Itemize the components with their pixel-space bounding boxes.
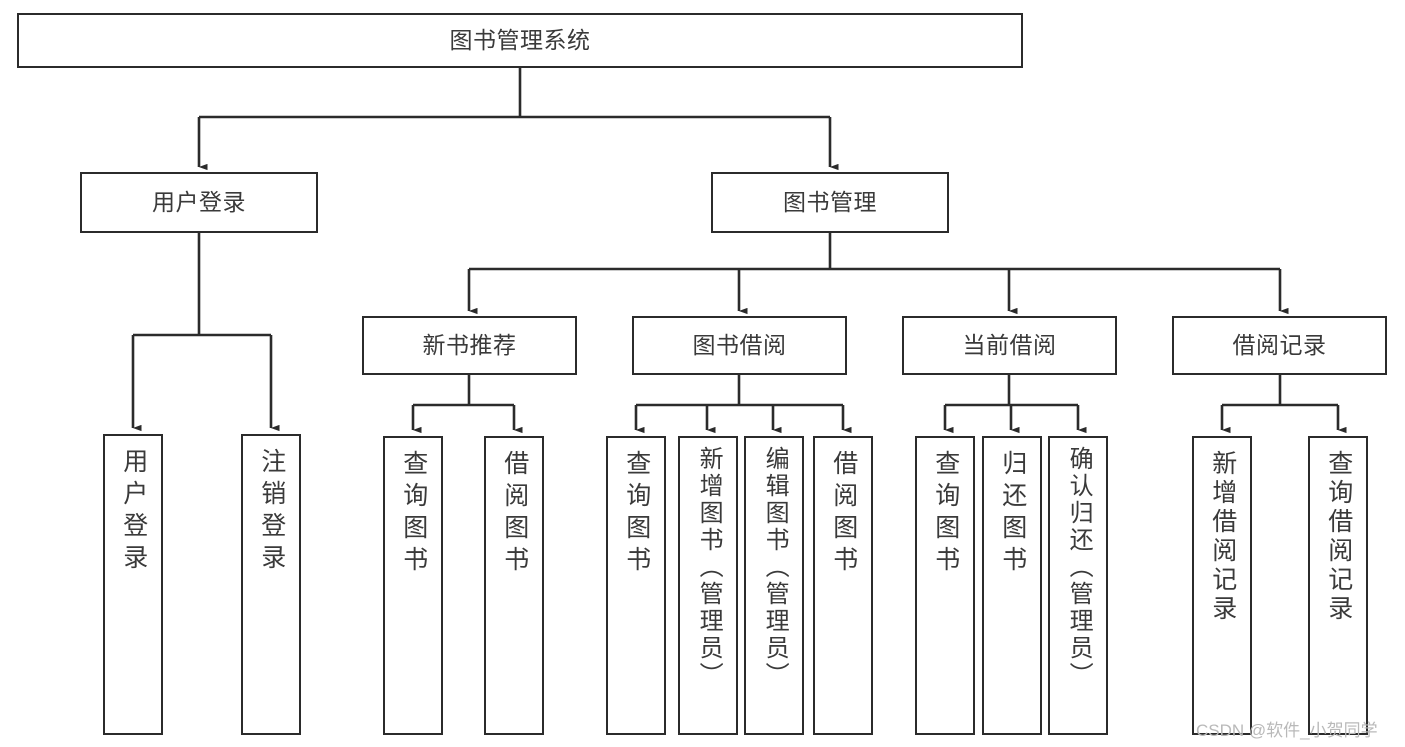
node-label: 图书管理系统: [449, 27, 591, 53]
node-book-management[interactable]: 图书管理: [711, 172, 949, 233]
node-label: 借阅记录: [1232, 332, 1327, 358]
node-label: 新增借阅记录: [1208, 450, 1237, 624]
csdn-watermark: CSDN @软件_小贺同学: [1196, 721, 1378, 740]
node-label: 借阅图书: [500, 450, 529, 578]
node-label: 查询图书: [931, 450, 960, 578]
node-current-borrowing[interactable]: 当前借阅: [902, 316, 1117, 375]
node-label: 查询图书: [622, 450, 651, 578]
edges-borrow-to-leaves: [634, 375, 852, 434]
node-book-borrowing[interactable]: 图书借阅: [632, 316, 847, 375]
node-leaf-query-books-current[interactable]: 查询图书: [915, 436, 975, 735]
node-leaf-edit-book-admin[interactable]: 编辑图书（管理员）: [744, 436, 804, 735]
node-leaf-borrow-books[interactable]: 借阅图书: [813, 436, 873, 735]
edges-book-mgmt-to-level2: [467, 233, 1289, 315]
node-leaf-query-books-recommend[interactable]: 查询图书: [383, 436, 443, 735]
node-label: 编辑图书（管理员）: [761, 446, 789, 689]
node-leaf-add-book-admin[interactable]: 新增图书（管理员）: [678, 436, 738, 735]
node-label: 用户登录: [119, 448, 148, 576]
node-leaf-query-borrow-record[interactable]: 查询借阅记录: [1308, 436, 1368, 735]
node-label: 查询借阅记录: [1324, 450, 1353, 624]
node-label: 注销登录: [257, 448, 286, 576]
edges-current-to-leaves: [943, 375, 1087, 434]
node-label: 图书借阅: [692, 332, 787, 358]
node-user-login[interactable]: 用户登录: [80, 172, 318, 233]
node-leaf-add-borrow-record[interactable]: 新增借阅记录: [1192, 436, 1252, 735]
node-leaf-confirm-return-admin[interactable]: 确认归还（管理员）: [1048, 436, 1108, 735]
edges-root-to-level1: [197, 68, 839, 171]
node-label: 新增图书（管理员）: [695, 446, 723, 689]
node-borrow-records[interactable]: 借阅记录: [1172, 316, 1387, 375]
node-label: 新书推荐: [422, 332, 517, 358]
edges-records-to-leaves: [1220, 375, 1347, 434]
node-leaf-borrow-books-recommend[interactable]: 借阅图书: [484, 436, 544, 735]
node-label: 图书管理: [783, 189, 877, 215]
node-label: 确认归还（管理员）: [1065, 446, 1093, 689]
node-label: 当前借阅: [962, 332, 1057, 358]
node-label: 查询图书: [399, 450, 428, 578]
node-root-book-management-system[interactable]: 图书管理系统: [17, 13, 1023, 68]
node-label: 归还图书: [998, 450, 1027, 578]
node-leaf-query-books-borrow[interactable]: 查询图书: [606, 436, 666, 735]
node-leaf-logout[interactable]: 注销登录: [241, 434, 301, 735]
node-leaf-user-login[interactable]: 用户登录: [103, 434, 163, 735]
node-leaf-return-books[interactable]: 归还图书: [982, 436, 1042, 735]
node-label: 用户登录: [152, 189, 246, 215]
edges-user-login-to-leaves: [131, 233, 280, 432]
node-new-book-recommendation[interactable]: 新书推荐: [362, 316, 577, 375]
edges-new-books-to-leaves: [411, 375, 523, 434]
node-label: 借阅图书: [829, 450, 858, 578]
